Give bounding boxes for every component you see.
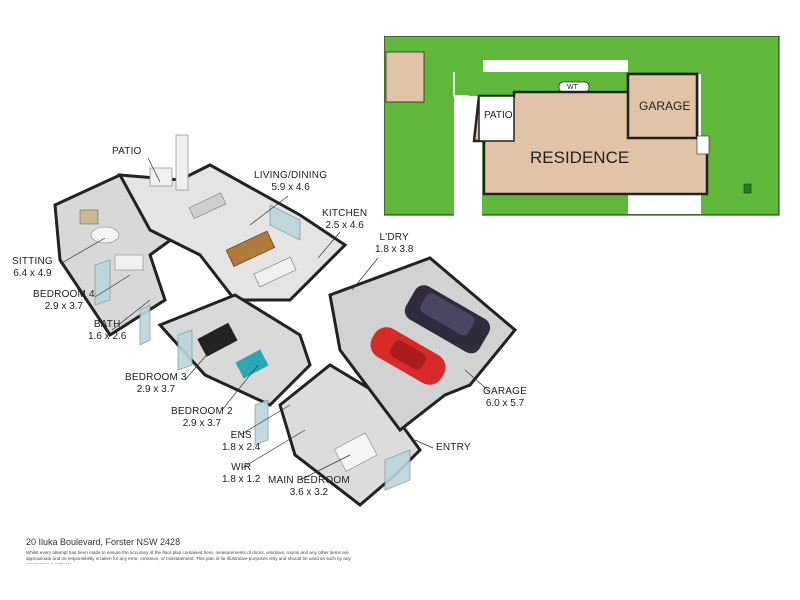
room-dims: 2.9 x 3.7 (182, 418, 222, 429)
room-dims: 1.6 x 2.6 (88, 331, 127, 342)
site-label-garage: GARAGE (639, 99, 691, 113)
patio-structure (149, 134, 189, 191)
letterbox-icon (743, 183, 752, 194)
room-dims: 1.8 x 1.2 (222, 474, 261, 485)
room-name: KITCHEN (322, 208, 368, 219)
site-plan (384, 36, 780, 216)
room-name: ENTRY (436, 442, 471, 453)
room-label-kitchen: KITCHEN 2.5 x 4.6 (322, 208, 367, 232)
room-dims: 6.4 x 4.9 (13, 268, 52, 279)
shed (385, 51, 425, 103)
room-dims: 2.5 x 4.6 (325, 220, 364, 231)
site-label-water-tank: WT (567, 84, 578, 91)
garage-footprint (626, 72, 699, 140)
room-label-main-bedroom: MAIN BEDROOM 3.6 x 3.2 (268, 475, 350, 499)
car-sports (370, 327, 446, 385)
site-label-patio: PATIO (484, 110, 513, 121)
room-label-patio: PATIO (112, 146, 142, 158)
site-label-residence: RESIDENCE (530, 148, 630, 167)
room-dims: 2.9 x 3.7 (136, 384, 176, 395)
room-name: BATH (93, 319, 121, 330)
room-name: BEDROOM 3 (125, 372, 187, 383)
window-panels (94, 204, 411, 491)
room-name: LIVING/DINING (254, 170, 328, 181)
room-label-bath: BATH 1.6 x 2.6 (88, 319, 126, 343)
disclaimer-text: Whilst every attempt has been made to en… (26, 550, 351, 564)
room-name: ENS (230, 430, 252, 441)
room-name: MAIN BEDROOM (268, 475, 350, 486)
entry-step (696, 135, 710, 155)
room-name: BEDROOM 4 (33, 289, 95, 300)
room-name: PATIO (112, 146, 142, 157)
room-dims: 5.9 x 4.6 (271, 182, 310, 193)
room-dims: 3.6 x 3.2 (289, 487, 329, 498)
room-label-entry: ENTRY (436, 442, 471, 454)
room-name: L'DRY (379, 232, 409, 243)
room-name: WIR (231, 462, 252, 473)
room-dims: 6.0 x 5.7 (485, 398, 525, 409)
room-label-ensuite: ENS 1.8 x 2.4 (222, 430, 260, 454)
furniture (79, 192, 378, 472)
room-dims: 1.8 x 2.4 (222, 442, 261, 453)
room-label-laundry: L'DRY 1.8 x 3.8 (375, 232, 413, 256)
label-leaders (59, 157, 491, 481)
room-label-wir: WIR 1.8 x 1.2 (222, 462, 260, 486)
room-label-living-dining: LIVING/DINING 5.9 x 4.6 (254, 170, 327, 194)
room-name: SITTING (12, 256, 53, 267)
room-label-bedroom-3: BEDROOM 3 2.9 x 3.7 (125, 372, 187, 396)
property-address: 20 Iluka Boulevard, Forster NSW 2428 (26, 537, 181, 547)
patio-footprint (478, 95, 515, 142)
car-suv (404, 285, 491, 354)
room-name: GARAGE (483, 386, 527, 397)
room-label-sitting: SITTING 6.4 x 4.9 (12, 256, 53, 280)
room-dims: 1.8 x 3.8 (375, 244, 414, 255)
room-label-bedroom-4: BEDROOM 4 2.9 x 3.7 (33, 289, 95, 313)
room-label-garage: GARAGE 6.0 x 5.7 (483, 386, 527, 410)
side-path (483, 60, 628, 72)
room-label-bedroom-2: BEDROOM 2 2.9 x 3.7 (171, 406, 233, 430)
room-name: BEDROOM 2 (171, 406, 233, 417)
room-dims: 2.9 x 3.7 (44, 301, 84, 312)
